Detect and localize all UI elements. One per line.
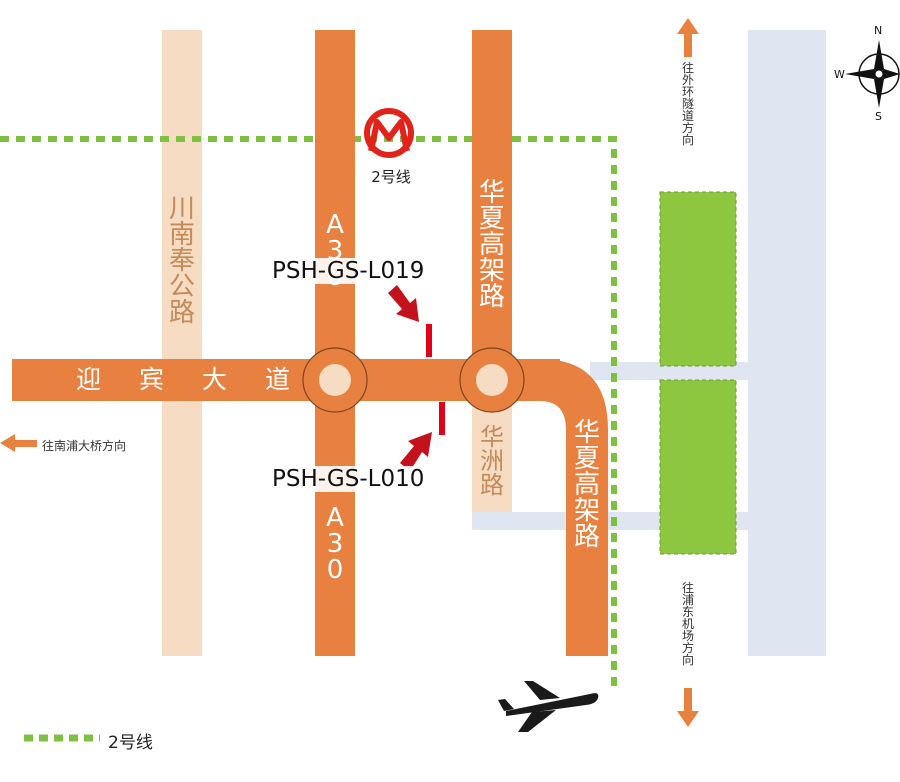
chuannan-road <box>162 30 202 656</box>
huaxia-elevated-curve <box>540 359 608 656</box>
arrow-down-icon <box>677 688 699 727</box>
metro-logo-icon <box>364 108 414 158</box>
interchange-huaxia-core <box>476 364 508 396</box>
green-block-south <box>659 379 737 555</box>
compass-icon <box>845 40 900 108</box>
interchange-a30-core <box>319 364 351 396</box>
huaxia-elevated-north <box>472 30 512 360</box>
billboard-marker-north <box>426 324 432 357</box>
metro-line-label: 2号线 <box>371 168 411 186</box>
billboard-code-south: PSH-GS-L010 <box>270 466 427 492</box>
nanpu-bridge-direction: 往南浦大桥方向 <box>42 439 127 453</box>
outer-ring-tunnel-direction: 往外环隧道方向 <box>681 61 694 147</box>
metro-line-2 <box>0 136 617 690</box>
arrow-to-north-marker <box>388 285 419 322</box>
compass-west-label: W <box>834 68 845 81</box>
huazhou-road-label: 华洲路 <box>480 423 504 499</box>
arrow-left-icon <box>0 434 37 452</box>
yingbin-avenue-label: 迎宾大道 <box>76 365 329 394</box>
chuannan-road-label: 川南奉公路 <box>168 194 195 328</box>
pudong-airport-direction: 往浦东机场方向 <box>681 581 694 667</box>
huazhou-road <box>472 400 512 512</box>
side-road-east <box>748 30 826 656</box>
billboard-code-north: PSH-GS-L019 <box>270 258 427 284</box>
huaxia-top-label: 华夏高架路 <box>478 178 505 312</box>
compass-north-label: N <box>874 24 883 37</box>
arrow-up-icon <box>677 18 699 57</box>
arrow-to-south-marker <box>400 432 432 471</box>
a30-road <box>315 30 355 656</box>
legend-metro-label: 2号线 <box>108 733 153 753</box>
compass-south-label: S <box>875 110 882 123</box>
billboard-marker-south <box>439 402 445 435</box>
airplane-icon <box>498 681 599 732</box>
green-block-north <box>659 191 737 367</box>
huaxia-right-label: 华夏高架路 <box>573 418 600 552</box>
